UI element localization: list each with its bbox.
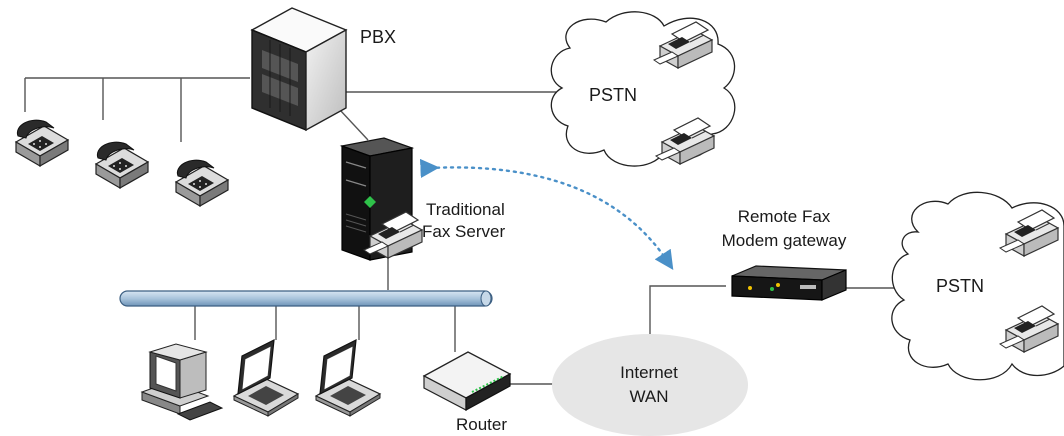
laptop-icon	[315, 339, 381, 417]
pbx-icon	[250, 7, 348, 132]
phone-icon	[15, 119, 69, 167]
phone-icon	[95, 141, 149, 189]
desktop-computer-icon	[140, 343, 224, 421]
phone-icon	[175, 159, 229, 207]
gateway-label-line1: Remote Fax	[738, 207, 831, 226]
lan-bus	[119, 290, 493, 307]
fax-server-label-line2: Fax Server	[422, 222, 505, 241]
router-icon	[422, 351, 512, 412]
wires	[24, 77, 902, 385]
fax-server-gateway-link	[419, 158, 674, 270]
router-label: Router	[456, 415, 507, 434]
internet-label-line1: Internet	[620, 363, 678, 382]
fax-server-label-line1: Traditional	[426, 200, 505, 219]
laptop-icon	[233, 339, 299, 417]
fax-modem-gateway-icon	[731, 265, 847, 301]
pbx-label: PBX	[360, 27, 396, 47]
internet-label-line2: WAN	[629, 387, 668, 406]
internet-wan-cloud	[552, 334, 748, 436]
gateway-label-line2: Modem gateway	[722, 231, 847, 250]
pstn-top-label: PSTN	[589, 85, 637, 105]
pstn-right-label: PSTN	[936, 276, 984, 296]
